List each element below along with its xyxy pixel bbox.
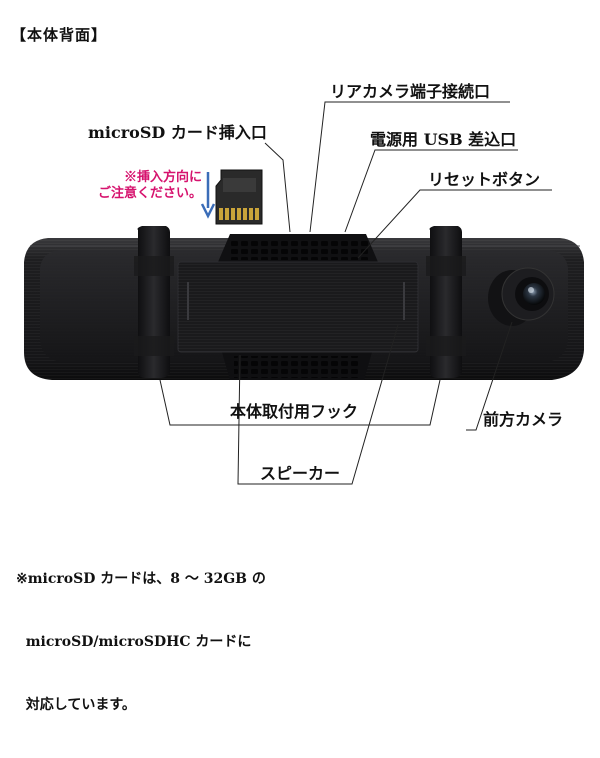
diagram-stage: 【本体背面】 リアカメラ端子接続口 microSD カード挿入口 電源用 USB… — [11, 26, 584, 713]
label-speaker: スピーカー — [260, 464, 341, 483]
mount-strap-left — [134, 226, 174, 378]
section-title: 【本体背面】 — [11, 26, 108, 44]
label-rear-camera-port: リアカメラ端子接続口 — [330, 82, 491, 101]
caution-line-1: ※挿入方向に — [123, 170, 202, 185]
microsd-card-icon — [215, 169, 263, 225]
mount-strap-right — [426, 226, 466, 378]
capacity-note: ※microSD カードは、8 ～ 32GB の microSD/microSD… — [16, 527, 266, 758]
device-illustration — [24, 101, 584, 485]
capacity-note-line-2: microSD/microSDHC カードに — [16, 634, 252, 650]
front-camera-lens — [488, 267, 555, 326]
label-reset-button: リセットボタン — [428, 170, 541, 189]
insertion-arrow-icon — [200, 172, 216, 219]
caution-line-2: ご注意ください。 — [97, 186, 202, 202]
leader-lines — [159, 101, 552, 485]
capacity-note-line-1: ※microSD カードは、8 ～ 32GB の — [16, 571, 266, 587]
label-front-camera: 前方カメラ — [483, 410, 564, 429]
capacity-note-line-3: 対応しています。 — [16, 697, 136, 713]
label-usb-power-port: 電源用 USB 差込口 — [370, 130, 517, 149]
label-microsd-slot: microSD カード挿入口 — [88, 123, 267, 142]
caution-text: ※挿入方向に ご注意ください。 — [92, 170, 202, 203]
label-mount-hook: 本体取付用フック — [230, 402, 359, 421]
